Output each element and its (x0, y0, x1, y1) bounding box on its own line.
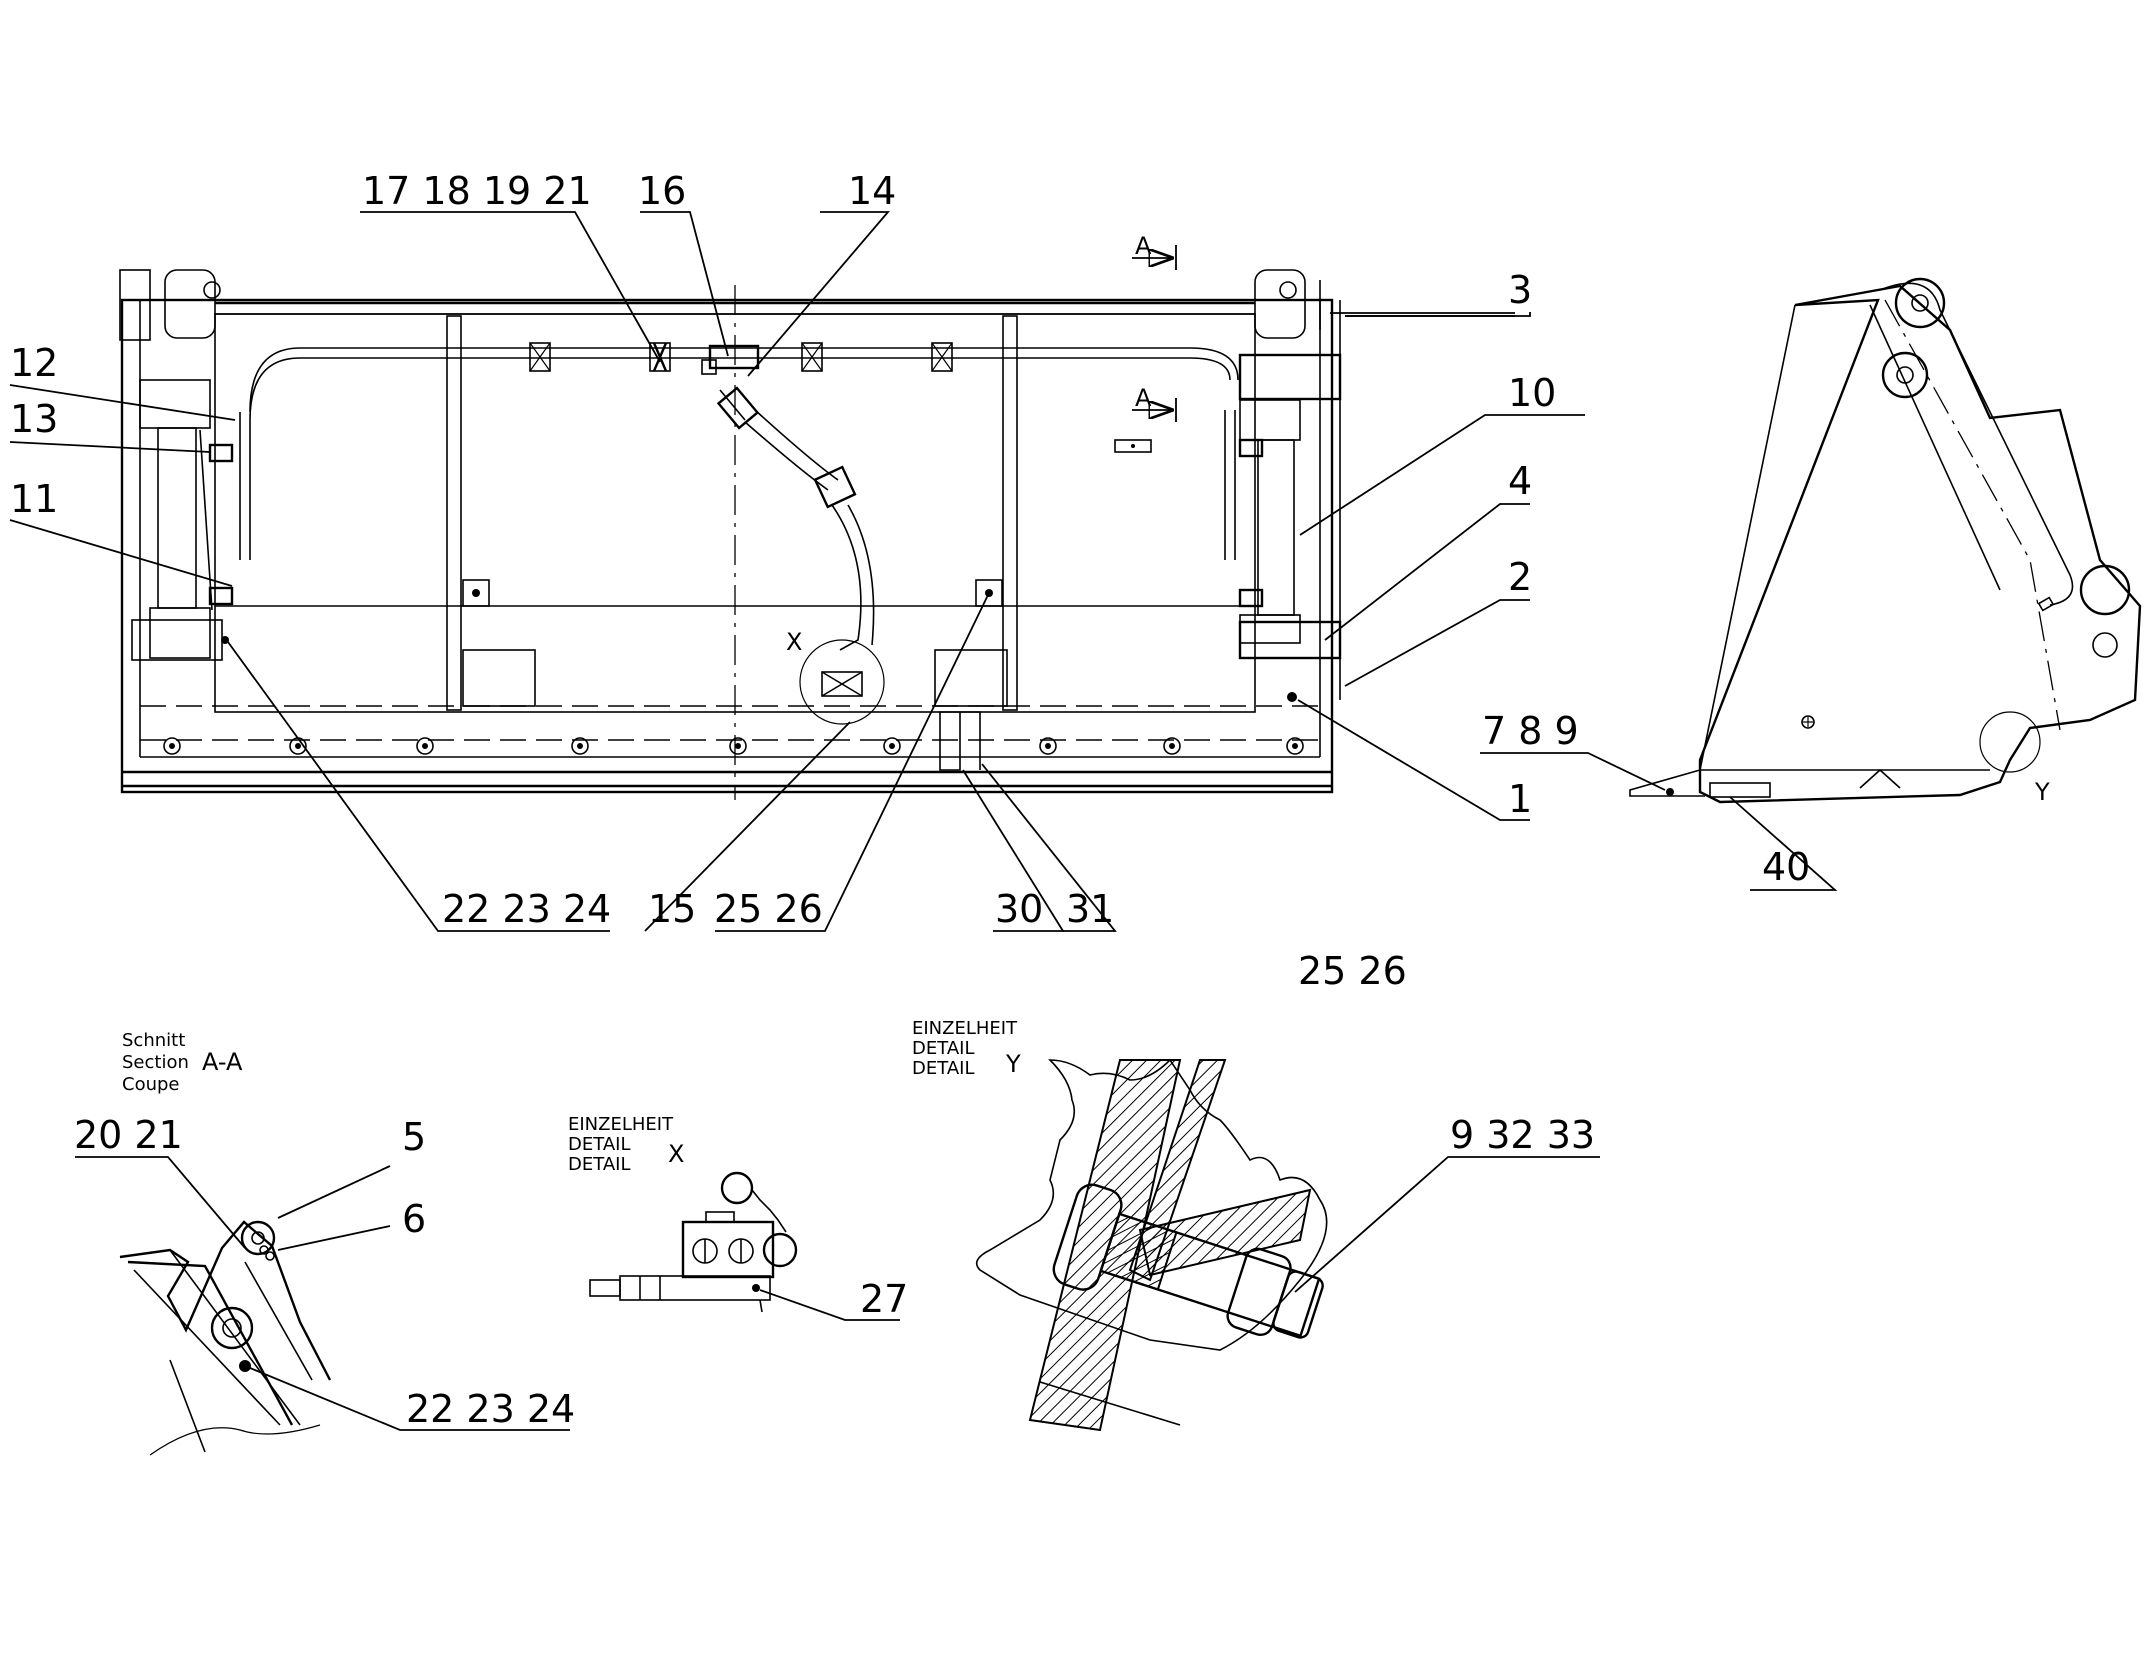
section-designation: A-A (202, 1048, 243, 1076)
callout-25-26-b: 25 26 (1298, 949, 1407, 993)
svg-text:EINZELHEIT: EINZELHEIT (568, 1114, 674, 1135)
svg-text:Schnitt: Schnitt (122, 1030, 185, 1051)
callout-27: 27 (860, 1277, 908, 1321)
brace-right (1002, 315, 1018, 711)
svg-text:A: A (1135, 384, 1152, 412)
callout-10: 10 (1508, 371, 1556, 415)
svg-text:Coupe: Coupe (122, 1074, 180, 1095)
hydraulic-hose (744, 409, 839, 491)
bucket-outer-frame (120, 298, 1334, 794)
section-marker-top: A (1132, 232, 1177, 270)
coupling-block-left (462, 649, 536, 707)
callout-16: 16 (638, 169, 686, 213)
callout-6: 6 (402, 1197, 426, 1241)
callout-22-23-24-main: 22 23 24 (442, 887, 611, 931)
callout-9-32-33: 9 32 33 (1450, 1113, 1595, 1157)
callout-22-23-24-section: 22 23 24 (406, 1387, 575, 1431)
cutting-plate (1028, 1059, 1182, 1432)
pivot-lower (1881, 351, 1929, 399)
callout-15: 15 (648, 887, 696, 931)
detail-x-circle (799, 639, 885, 725)
callout-2: 2 (1508, 555, 1532, 599)
bracket-30-31 (939, 711, 981, 771)
dust-cap (762, 1232, 798, 1268)
section-marker-mid: A (1132, 384, 1177, 422)
detail-y-designation: Y (1005, 1050, 1021, 1078)
detail-x-designation: X (668, 1140, 684, 1168)
callout-3: 3 (1508, 268, 1532, 312)
callout-11: 11 (10, 477, 58, 521)
bucket-side-view: Y (1629, 277, 2142, 806)
callout-20-21: 20 21 (74, 1113, 183, 1157)
coupling-body (681, 1220, 775, 1279)
detail-y-circle (1979, 711, 2041, 773)
callout-17-18-19-21: 17 18 19 21 (362, 169, 592, 213)
svg-text:EINZELHEIT: EINZELHEIT (912, 1018, 1018, 1039)
svg-text:A: A (1135, 232, 1152, 260)
callout-5: 5 (402, 1115, 426, 1159)
pivot-upper (1894, 277, 1946, 329)
leader-lines (9, 211, 1838, 1431)
detail-x-view: EINZELHEIT DETAIL DETAIL X (568, 1114, 798, 1313)
svg-text:DETAIL: DETAIL (568, 1134, 630, 1155)
svg-text:DETAIL: DETAIL (912, 1058, 974, 1079)
svg-text:DETAIL: DETAIL (912, 1038, 974, 1059)
svg-text:DETAIL: DETAIL (568, 1154, 630, 1175)
callout-25-26-a: 25 26 (714, 887, 823, 931)
dust-cap-ring (720, 1171, 754, 1205)
hydraulic-pipe-top (249, 357, 1231, 421)
detail-y-marker: Y (2034, 778, 2050, 806)
cutting-edge-bolts (163, 737, 1304, 755)
hydraulic-cylinder-right (1238, 269, 1342, 700)
callout-labels: 17 18 19 21 16 14 3 10 4 2 1 12 13 11 7 … (10, 169, 1810, 1431)
callout-13: 13 (10, 397, 58, 441)
hydraulic-fitting (708, 344, 760, 370)
callout-7-8-9: 7 8 9 (1482, 709, 1579, 753)
section-a-a-view: Schnitt Section Coupe A-A (119, 1030, 332, 1456)
callout-1: 1 (1508, 777, 1532, 821)
callout-14: 14 (848, 169, 896, 213)
callout-40: 40 (1762, 845, 1810, 889)
bolt-assembly (1052, 1183, 1324, 1339)
callout-12: 12 (10, 341, 58, 385)
hydraulic-cylinder-left (119, 269, 223, 661)
detail-x-marker: X (786, 628, 802, 656)
callout-31: 31 (1066, 887, 1114, 931)
bucket-front-view: A A X (119, 232, 1342, 800)
hose-clamps (529, 342, 953, 372)
detail-y-view: EINZELHEIT DETAIL DETAIL Y (912, 1018, 1328, 1432)
cap-chain (751, 1189, 787, 1233)
callout-30: 30 (995, 887, 1043, 931)
svg-text:Section: Section (122, 1052, 189, 1073)
coupling-block-right (934, 649, 1008, 707)
brace-left (446, 315, 462, 711)
callout-4: 4 (1508, 459, 1532, 503)
